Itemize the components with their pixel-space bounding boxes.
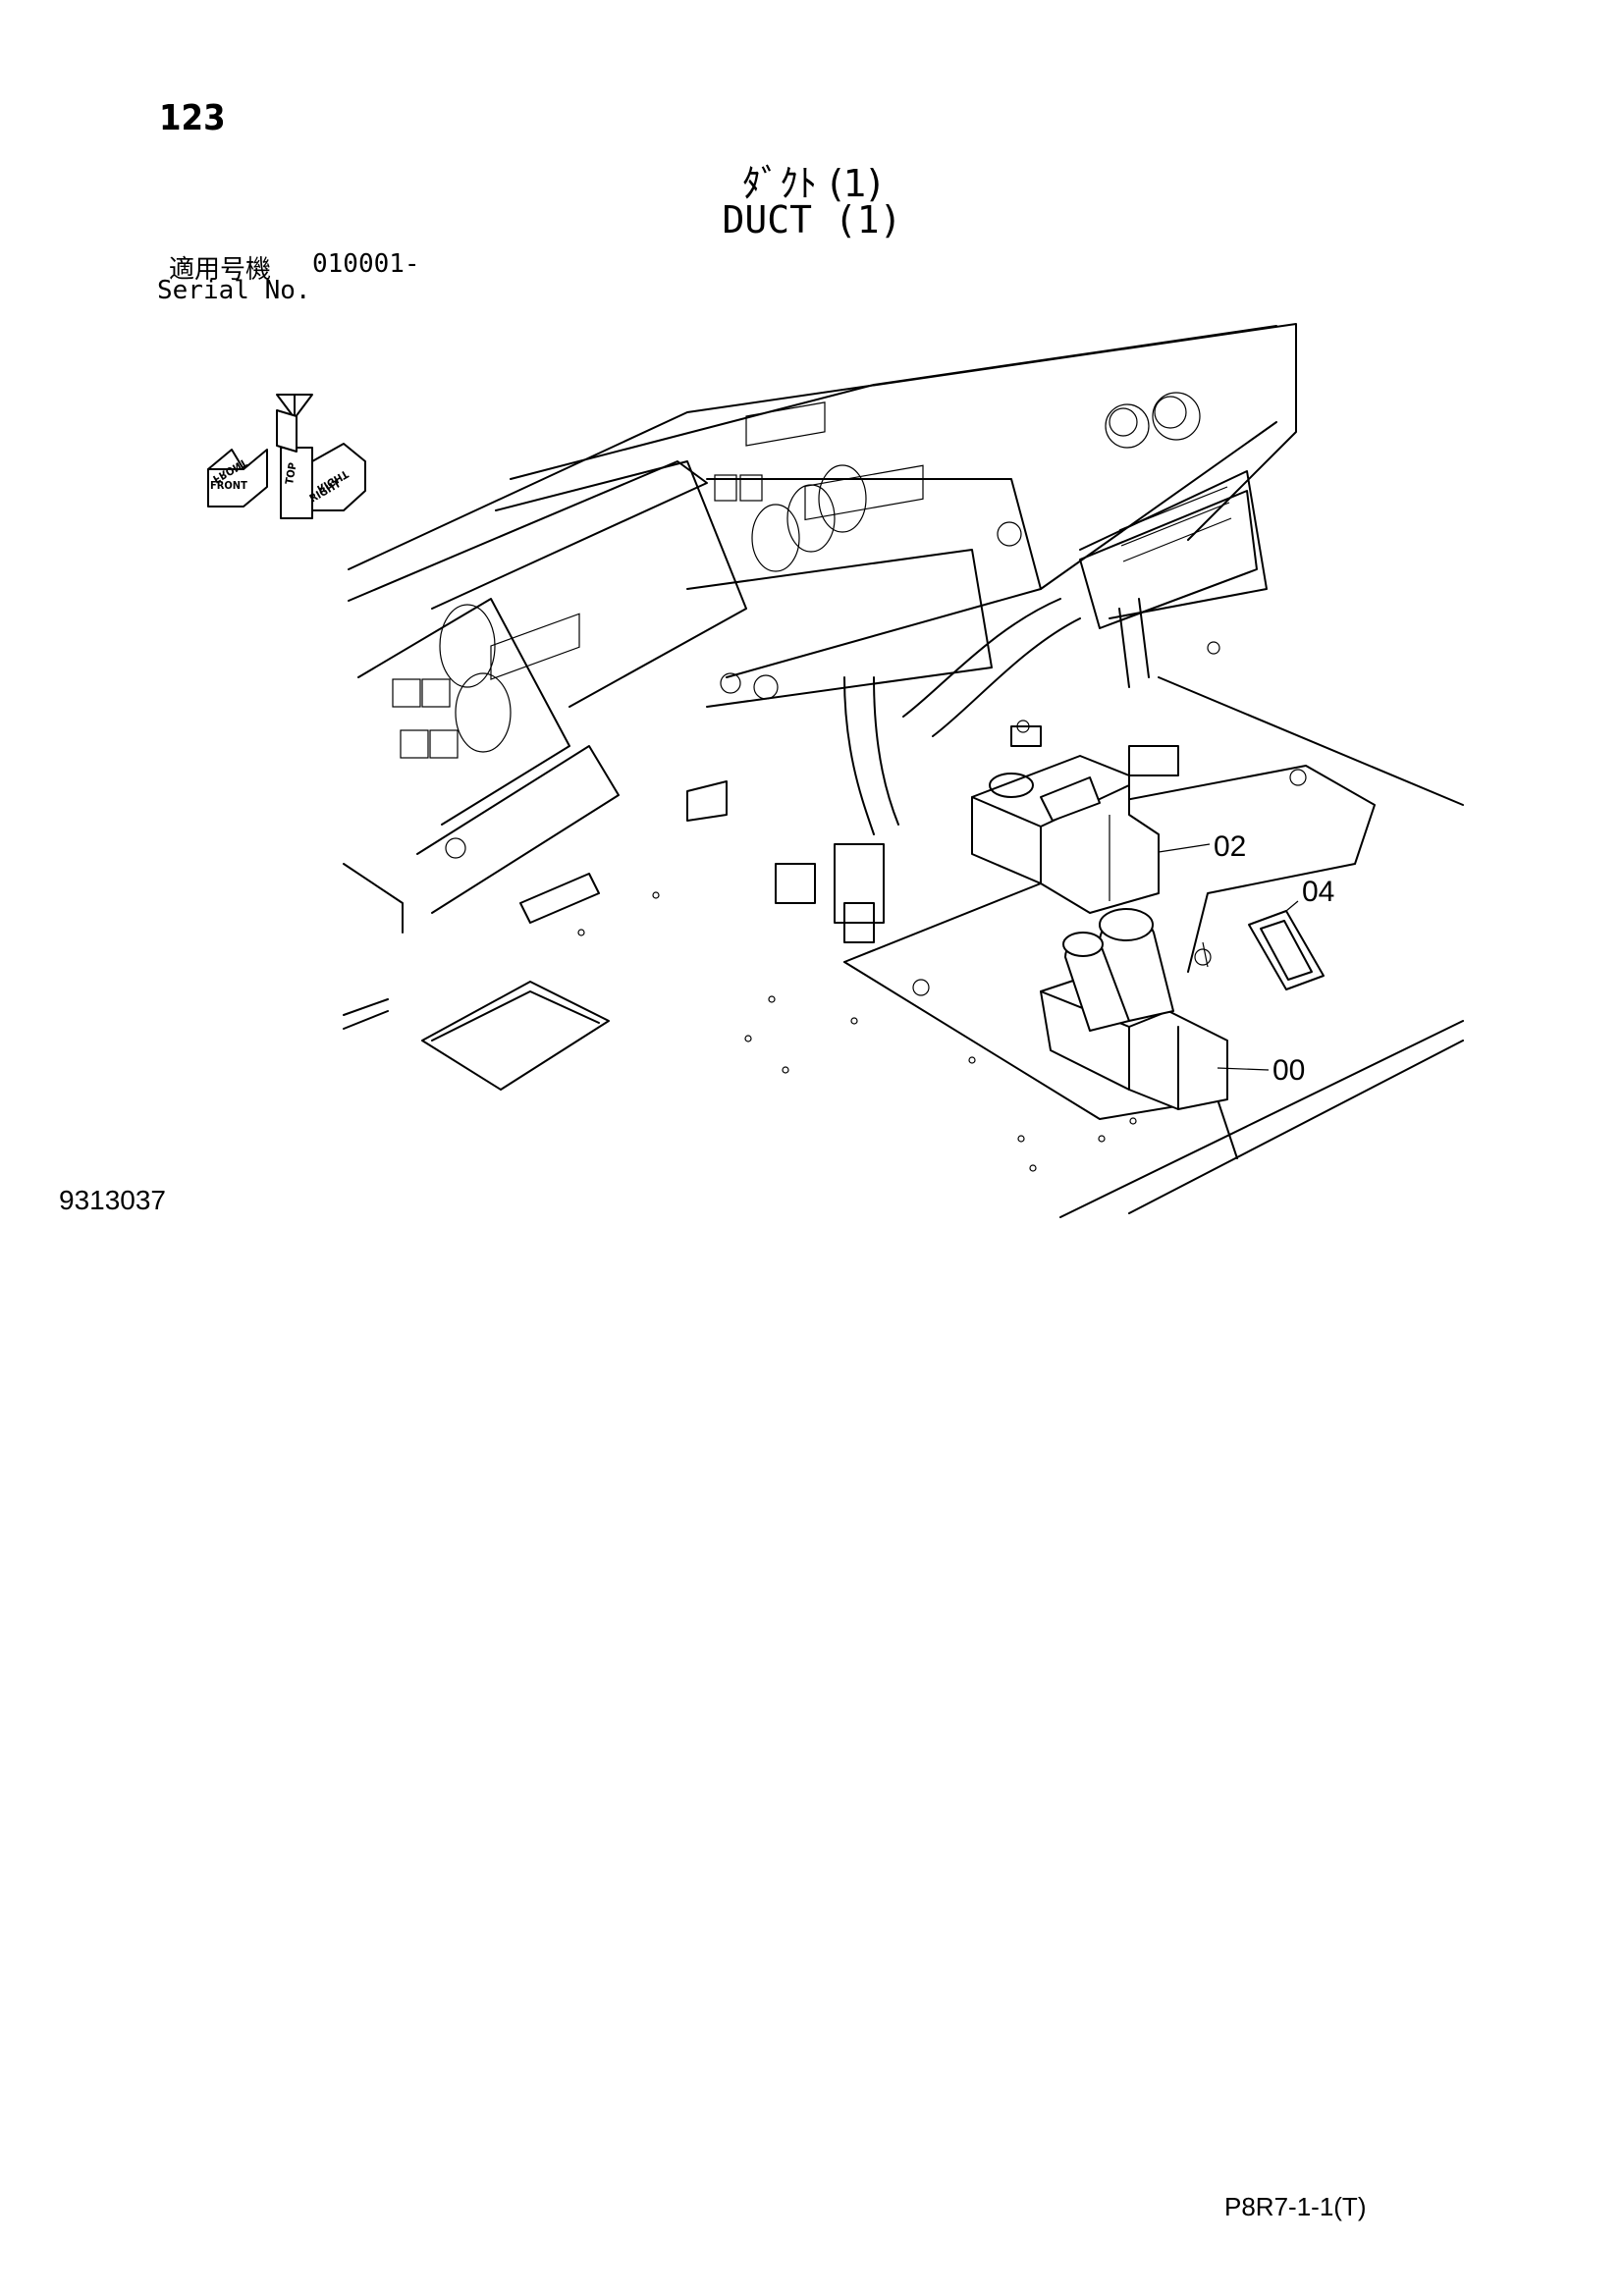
hose-routing	[686, 598, 1179, 943]
callout-02: 02	[1214, 830, 1246, 863]
callout-04: 04	[1302, 876, 1334, 908]
gasket-04	[1248, 910, 1325, 990]
serial-label-japanese: 適用号機	[169, 255, 272, 285]
serial-number-value: 010001-	[312, 249, 420, 279]
leader-line-04	[1285, 900, 1299, 912]
serial-label-english: Serial No.	[157, 276, 311, 305]
floor-plate	[343, 641, 1464, 1218]
leader-line-00	[1217, 1067, 1270, 1071]
console-assembly	[348, 323, 1297, 914]
sheet-code: P8R7-1-1(T)	[1224, 2192, 1367, 2221]
title-english: DUCT (1)	[722, 198, 902, 241]
title-japanese: ﾀﾞｸﾄ (1)	[742, 162, 882, 205]
orientation-label-top: TOP	[283, 461, 299, 485]
orientation-label-front: FRONT	[210, 479, 247, 492]
leader-line-02	[1158, 843, 1211, 853]
duct-upper-02	[971, 755, 1160, 914]
page-number: 123	[159, 98, 226, 138]
callout-00: 00	[1272, 1054, 1305, 1087]
parts-diagram: FRONT TOP RIGHT FRONT RIGHT	[207, 323, 1464, 1218]
orientation-marker: FRONT TOP RIGHT FRONT RIGHT	[207, 394, 366, 519]
duct-lower-00	[1040, 908, 1228, 1110]
figure-number: 9313037	[59, 1185, 167, 1215]
